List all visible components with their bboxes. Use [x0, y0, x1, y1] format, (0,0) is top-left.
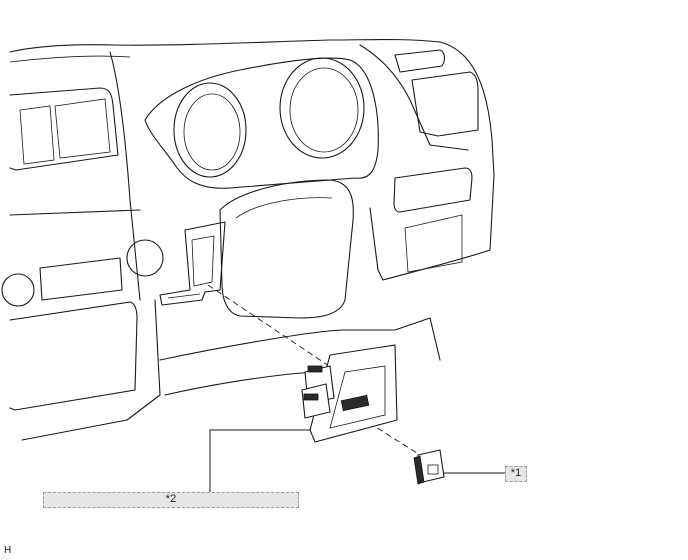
- left-vent-slot: [19, 105, 55, 165]
- cluster-gauge-right-inner: [289, 67, 359, 153]
- right-panel-edge: [369, 174, 495, 281]
- column-bracket-detail: [167, 235, 215, 299]
- cluster-gauge-left: [173, 82, 247, 178]
- dash-top-inner-line: [9, 55, 131, 63]
- lower-trim: [159, 317, 441, 396]
- left-vent-slot-2: [54, 98, 111, 159]
- left-mid-panel: [9, 209, 141, 301]
- dash-center-ridge: [359, 44, 469, 151]
- left-panel-outline: [9, 87, 119, 171]
- left-side-edge: [109, 51, 141, 301]
- dash-top-outline: [9, 38, 495, 176]
- cluster-gauge-left-inner: [183, 93, 241, 171]
- column-bracket: [159, 221, 226, 306]
- illustration-code: H: [4, 545, 12, 556]
- assembly-guide-switch-base: [207, 284, 336, 371]
- upper-right-vent: [411, 71, 479, 137]
- switch-base-part: [301, 344, 398, 443]
- knob-left: [1, 273, 35, 307]
- knob-right: [126, 239, 164, 277]
- leader-callout-2: [209, 429, 310, 492]
- right-vent: [393, 167, 473, 213]
- upper-right-pad: [394, 49, 445, 73]
- column-opening: [219, 179, 354, 319]
- cluster-gauge-right: [279, 57, 365, 159]
- callout-label-2: *2: [43, 492, 299, 508]
- right-vent-lower: [404, 214, 463, 273]
- left-lower-panel: [9, 301, 138, 411]
- left-lower-edge: [21, 299, 161, 441]
- switch-part: [413, 449, 445, 485]
- column-opening-inner: [235, 197, 333, 219]
- callout-label-1: *1: [505, 466, 527, 482]
- cluster-hood: [144, 57, 379, 189]
